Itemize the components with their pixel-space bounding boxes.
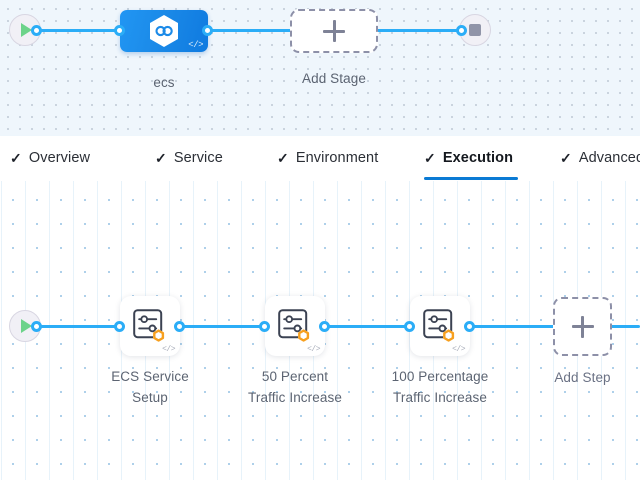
step-3-output-port[interactable] bbox=[464, 321, 475, 332]
stage-code-glyph: </> bbox=[188, 40, 203, 50]
connector-step1-to-step2 bbox=[180, 325, 280, 328]
stop-icon bbox=[469, 24, 481, 36]
step-3-label-line1: 100 Percentage bbox=[391, 369, 489, 384]
step-node-3[interactable]: </> bbox=[410, 296, 470, 356]
execution-steps-canvas[interactable]: </> ECS Service Setup </> bbox=[0, 181, 640, 480]
step-3-input-port[interactable] bbox=[404, 321, 415, 332]
add-stage-label: Add Stage bbox=[302, 71, 366, 86]
step-node-1[interactable]: </> bbox=[120, 296, 180, 356]
stage-label: ecs bbox=[153, 75, 175, 90]
connector-start-to-stage bbox=[28, 29, 128, 32]
tab-advanced-label: Advanced bbox=[578, 150, 640, 166]
step-code-glyph: </> bbox=[452, 345, 465, 354]
tab-service-label: Service bbox=[173, 150, 223, 166]
check-icon: ✓ bbox=[10, 150, 22, 166]
check-icon: ✓ bbox=[424, 150, 436, 166]
tab-execution-label: Execution bbox=[442, 150, 514, 166]
step-1-output-port[interactable] bbox=[174, 321, 185, 332]
step-2-output-port[interactable] bbox=[319, 321, 330, 332]
stage-end-node[interactable] bbox=[459, 14, 491, 46]
play-icon bbox=[21, 23, 32, 37]
plus-icon bbox=[323, 20, 345, 42]
connector-addstage-to-end bbox=[376, 29, 466, 32]
sliders-settings-icon bbox=[423, 309, 455, 342]
connector-step3-to-addstep bbox=[470, 325, 557, 328]
step-start-node[interactable] bbox=[9, 310, 41, 342]
step-code-glyph: </> bbox=[307, 345, 320, 354]
tab-execution[interactable]: ✓ Execution bbox=[424, 136, 518, 180]
hexagon-link-icon bbox=[150, 15, 178, 47]
sliders-settings-icon bbox=[133, 309, 165, 342]
step-2-label: 50 Percent Traffic Increase bbox=[233, 366, 357, 408]
add-step-label: Add Step bbox=[554, 370, 611, 385]
add-step-button[interactable] bbox=[553, 297, 612, 356]
connector-step2-to-step3 bbox=[325, 325, 425, 328]
tab-advanced[interactable]: ✓ Advanced bbox=[560, 136, 640, 180]
stage-canvas[interactable]: </> ecs Add Stage bbox=[0, 0, 640, 136]
step-2-input-port[interactable] bbox=[259, 321, 270, 332]
tab-service[interactable]: ✓ Service bbox=[155, 136, 223, 180]
check-icon: ✓ bbox=[560, 150, 572, 166]
stage-start-output-port[interactable] bbox=[31, 25, 42, 36]
step-code-glyph: </> bbox=[162, 345, 175, 354]
step-1-input-port[interactable] bbox=[114, 321, 125, 332]
connector-start-to-step1 bbox=[28, 325, 133, 328]
step-1-label: ECS Service Setup bbox=[90, 366, 210, 408]
step-start-output-port[interactable] bbox=[31, 321, 42, 332]
stage-config-tabs[interactable]: ✓ Overview ✓ Service ✓ Environment ✓ Exe… bbox=[0, 136, 640, 182]
check-icon: ✓ bbox=[155, 150, 167, 166]
tab-overview-label: Overview bbox=[28, 150, 91, 166]
plus-icon bbox=[571, 315, 594, 338]
check-icon: ✓ bbox=[277, 150, 289, 166]
stage-node-ecs[interactable]: </> bbox=[120, 10, 208, 52]
sliders-settings-icon bbox=[278, 309, 310, 342]
tab-environment-label: Environment bbox=[295, 150, 379, 166]
step-3-label: 100 Percentage Traffic Increase bbox=[375, 366, 505, 408]
step-1-label-line1: ECS Service bbox=[111, 369, 189, 384]
connector-stage-to-addstage bbox=[204, 29, 294, 32]
step-2-label-line1: 50 Percent bbox=[261, 369, 329, 384]
step-2-label-line2: Traffic Increase bbox=[248, 390, 342, 405]
stage-output-port[interactable] bbox=[202, 25, 213, 36]
step-1-label-line2: Setup bbox=[132, 390, 168, 405]
step-node-2[interactable]: </> bbox=[265, 296, 325, 356]
tab-active-underline bbox=[424, 177, 518, 180]
tab-environment[interactable]: ✓ Environment bbox=[277, 136, 378, 180]
connector-addstep-trailing bbox=[610, 325, 640, 328]
add-stage-button[interactable] bbox=[290, 9, 378, 53]
play-icon bbox=[21, 319, 32, 333]
tab-overview[interactable]: ✓ Overview bbox=[10, 136, 90, 180]
stage-input-port[interactable] bbox=[114, 25, 125, 36]
stage-end-input-port[interactable] bbox=[456, 25, 467, 36]
step-3-label-line2: Traffic Increase bbox=[393, 390, 487, 405]
